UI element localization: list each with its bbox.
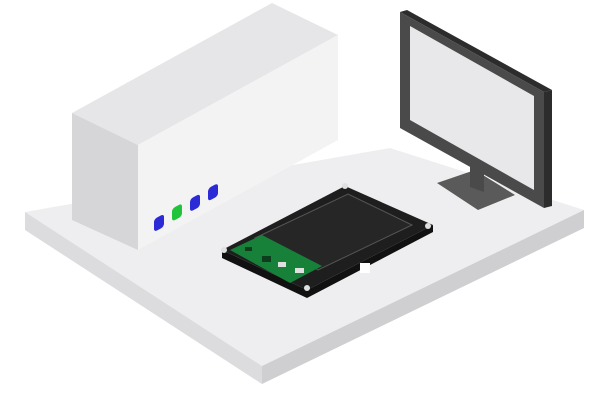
monitor (400, 10, 552, 210)
server-tower-left-face (72, 113, 138, 250)
led-indicators (154, 184, 218, 231)
hard-drive-body-side (222, 225, 433, 298)
pcb-chip (245, 247, 252, 251)
monitor-stand-base (437, 170, 515, 210)
pcb-chip (278, 262, 286, 267)
pcb-components (245, 247, 304, 273)
pcb-chip (295, 268, 304, 273)
led-green (172, 204, 182, 221)
hard-drive-connector (360, 263, 370, 273)
screw-icon (304, 285, 310, 291)
server-tower (72, 3, 338, 250)
pcb-chip (262, 256, 271, 262)
led-blue-1 (154, 214, 164, 231)
server-tower-top (72, 3, 338, 145)
led-blue-3 (208, 184, 218, 201)
led-blue-2 (190, 194, 200, 211)
server-tower-front (138, 35, 338, 250)
monitor-bezel-side-right (544, 90, 552, 208)
platform-side-left (25, 212, 262, 384)
platform-side-right (262, 210, 584, 384)
monitor-screen (410, 26, 534, 190)
screw-icon (425, 223, 431, 229)
screw-icon (342, 183, 348, 189)
monitor-bezel-side (400, 10, 552, 92)
screw-icon (221, 247, 227, 253)
hard-drive (221, 183, 433, 298)
